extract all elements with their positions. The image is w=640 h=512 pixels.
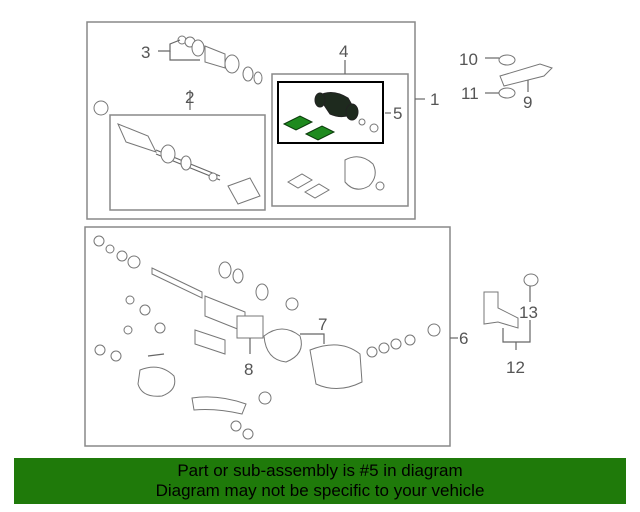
items-9-10-11 (485, 54, 553, 99)
callout-10: 10 (459, 50, 478, 69)
callout-9: 9 (523, 93, 532, 112)
group-4-frame (271, 73, 409, 207)
items-12-13 (483, 273, 539, 350)
callout-7: 7 (318, 315, 327, 334)
callout-2: 2 (185, 88, 194, 107)
callout-12: 12 (506, 358, 525, 377)
item-5-highlight (277, 81, 391, 144)
group-2-frame (109, 114, 266, 211)
item-2-drive-shaft (93, 90, 261, 205)
callout-1: 1 (430, 90, 439, 109)
item-5-frame (277, 81, 384, 144)
banner-line-1: Part or sub-assembly is #5 in diagram (177, 461, 463, 480)
group-1-frame (86, 21, 416, 220)
callout-8: 8 (244, 360, 253, 379)
info-banner: Part or sub-assembly is #5 in diagram Di… (14, 458, 626, 504)
axle-shaft-assembly-group (86, 21, 425, 220)
callout-13: 13 (519, 303, 538, 322)
callout-3: 3 (141, 43, 150, 62)
callout-6: 6 (459, 329, 468, 348)
callout-4: 4 (339, 42, 348, 61)
item-3-parts (158, 35, 263, 85)
item-4-boot-kit (287, 60, 385, 199)
differential-assembly-group (84, 226, 458, 447)
banner-line-2: Diagram may not be specific to your vehi… (155, 481, 485, 500)
callout-11: 11 (461, 84, 479, 103)
callout-5: 5 (393, 104, 402, 123)
group-6-frame (84, 226, 451, 447)
